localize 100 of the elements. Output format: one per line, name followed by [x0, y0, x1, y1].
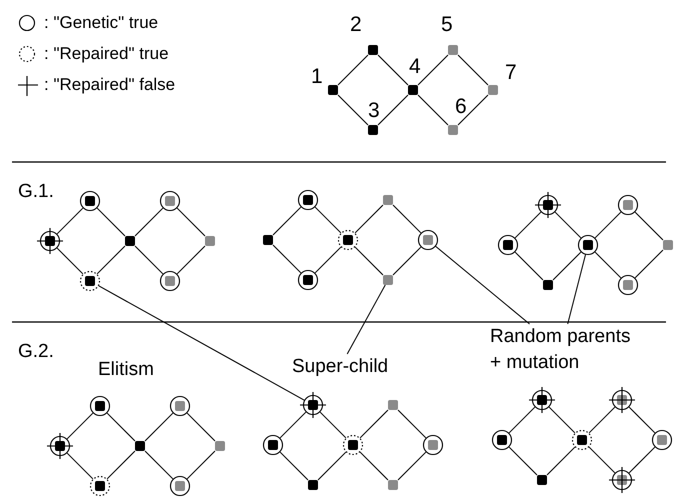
connector-line — [186, 412, 216, 442]
node-square — [263, 235, 273, 245]
connector-line — [354, 204, 384, 234]
node-square — [308, 480, 318, 490]
connector-line — [567, 254, 586, 324]
connector-line — [418, 54, 448, 86]
node-square — [543, 280, 553, 290]
dotted-circled-node — [571, 429, 593, 451]
connector-line — [398, 452, 426, 480]
connector-line — [272, 206, 302, 236]
crossed-circled-node — [300, 392, 326, 418]
connector-line — [552, 252, 582, 280]
connector-line — [588, 446, 616, 474]
circled-node — [169, 395, 191, 417]
generation-label: G.2. — [18, 340, 54, 364]
connector-line — [134, 208, 164, 236]
node-square — [205, 236, 215, 246]
connector-line — [186, 450, 216, 480]
connector-line — [56, 248, 84, 274]
circled-node — [159, 270, 181, 292]
connector-line — [392, 246, 422, 276]
crossed-circled-node — [535, 192, 561, 218]
connector-line — [280, 452, 308, 480]
circled-node — [262, 434, 284, 456]
circled-node — [617, 194, 639, 216]
legend-text: : "Repaired" false — [44, 74, 176, 96]
connector-line — [338, 54, 368, 86]
circled-node — [491, 429, 513, 451]
node-square — [383, 195, 393, 205]
node-square — [488, 85, 498, 95]
circled-node — [169, 475, 191, 497]
node-number: 3 — [368, 100, 380, 122]
node-number: 2 — [350, 14, 362, 36]
node-square — [125, 236, 135, 246]
connector-line — [594, 252, 622, 278]
connector-line — [594, 212, 622, 238]
connector-line — [66, 452, 94, 480]
connector-line — [360, 410, 388, 438]
node-number: 6 — [455, 96, 467, 118]
crossed-circled-node — [609, 467, 635, 493]
circled-node — [497, 234, 519, 256]
connector-line — [435, 246, 530, 324]
connector-line — [318, 452, 346, 480]
connector-line — [280, 412, 306, 438]
dotted-circled-node — [79, 270, 101, 292]
circled-node — [417, 229, 439, 251]
node-square — [388, 400, 398, 410]
connector-line — [508, 406, 536, 434]
connector-line — [628, 406, 656, 434]
node-square — [368, 45, 378, 55]
generation-label: G.1. — [18, 180, 54, 204]
connector-line — [96, 246, 126, 274]
circled-node — [297, 269, 319, 291]
node-number: 5 — [441, 14, 453, 36]
connector-line — [548, 406, 576, 434]
node-square — [663, 240, 673, 250]
strategy-label: Elitism — [98, 358, 154, 382]
node-square — [537, 475, 547, 485]
node-number: 4 — [409, 56, 421, 78]
connector-line — [144, 450, 174, 480]
connector-line — [458, 54, 488, 86]
crossed-circled-node — [609, 387, 635, 413]
connector-line — [378, 94, 408, 126]
circled-node — [297, 189, 319, 211]
connector-line — [418, 94, 448, 126]
connector-line — [514, 252, 544, 280]
dotted-circled-node — [337, 229, 359, 251]
crossed-circled-node — [47, 433, 73, 459]
connector-line — [272, 244, 302, 274]
connector-line — [56, 208, 84, 234]
crossed-circled-node — [529, 387, 555, 413]
connector-line — [98, 285, 305, 401]
circled-node — [159, 190, 181, 212]
connector-line — [508, 446, 538, 476]
legend-text: : "Genetic" true — [44, 12, 158, 34]
strategy-label: Random parents + mutation — [490, 324, 632, 376]
circled-node — [89, 395, 111, 417]
node-square — [448, 125, 458, 135]
connector-line — [588, 406, 616, 434]
connector-line — [378, 54, 408, 86]
connector-line — [314, 246, 342, 274]
connector-line — [106, 450, 136, 480]
node-square — [368, 125, 378, 135]
connector-line — [144, 412, 174, 442]
crossed-circled-node — [37, 228, 63, 254]
node-square — [448, 45, 458, 55]
node-square — [383, 275, 393, 285]
legend-text: : "Repaired" true — [44, 43, 169, 65]
node-square — [135, 441, 145, 451]
connector-line — [106, 412, 136, 442]
strategy-label: Super-child — [292, 354, 388, 380]
connector-line — [346, 284, 386, 354]
dotted-circled-node — [89, 475, 111, 497]
connector-line — [176, 246, 206, 274]
connector-line — [338, 94, 368, 126]
connector-line — [314, 206, 342, 234]
circled-node — [577, 234, 599, 256]
connector-line — [392, 204, 422, 234]
connector-line — [360, 452, 388, 480]
circled-node — [617, 274, 639, 296]
